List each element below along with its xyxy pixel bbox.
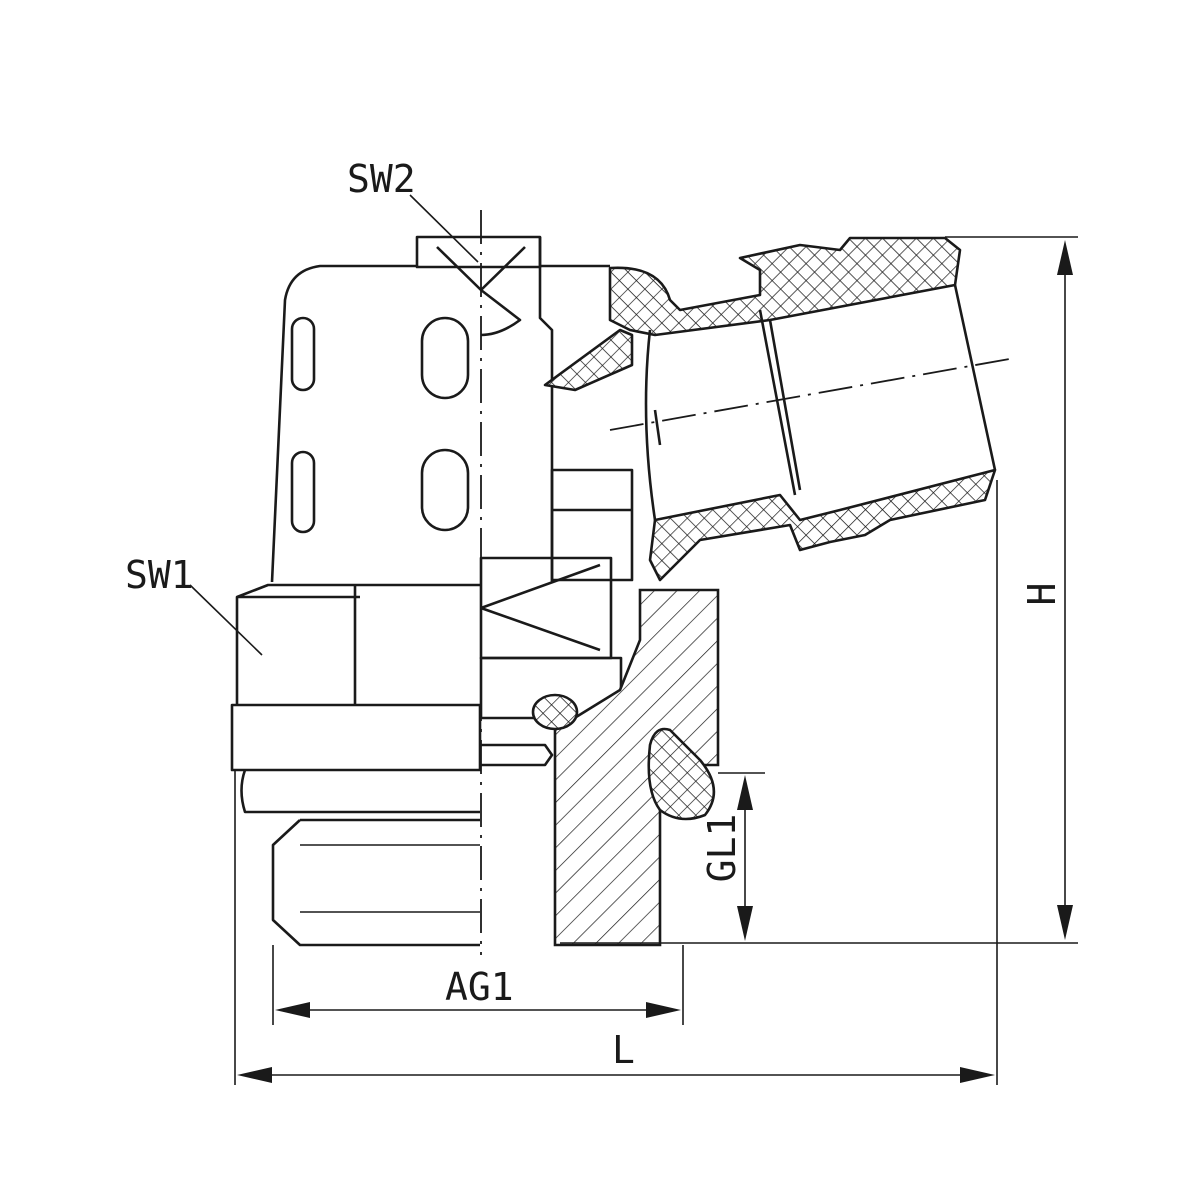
thread <box>271 818 480 947</box>
label-l: L <box>612 1028 635 1072</box>
o-ring-upper <box>531 693 579 731</box>
label-gl1: GL1 <box>700 814 744 883</box>
hex-nut <box>230 583 482 814</box>
body-upper <box>270 237 610 583</box>
label-sw2: SW2 <box>347 157 416 201</box>
label-sw1: SW1 <box>125 553 194 597</box>
main-body-section <box>553 588 720 947</box>
o-ring-lower <box>647 727 716 821</box>
hose-connector <box>543 236 1016 582</box>
dimensions <box>189 194 1078 1085</box>
label-ag1: AG1 <box>445 965 514 1009</box>
label-h: H <box>1020 583 1064 606</box>
